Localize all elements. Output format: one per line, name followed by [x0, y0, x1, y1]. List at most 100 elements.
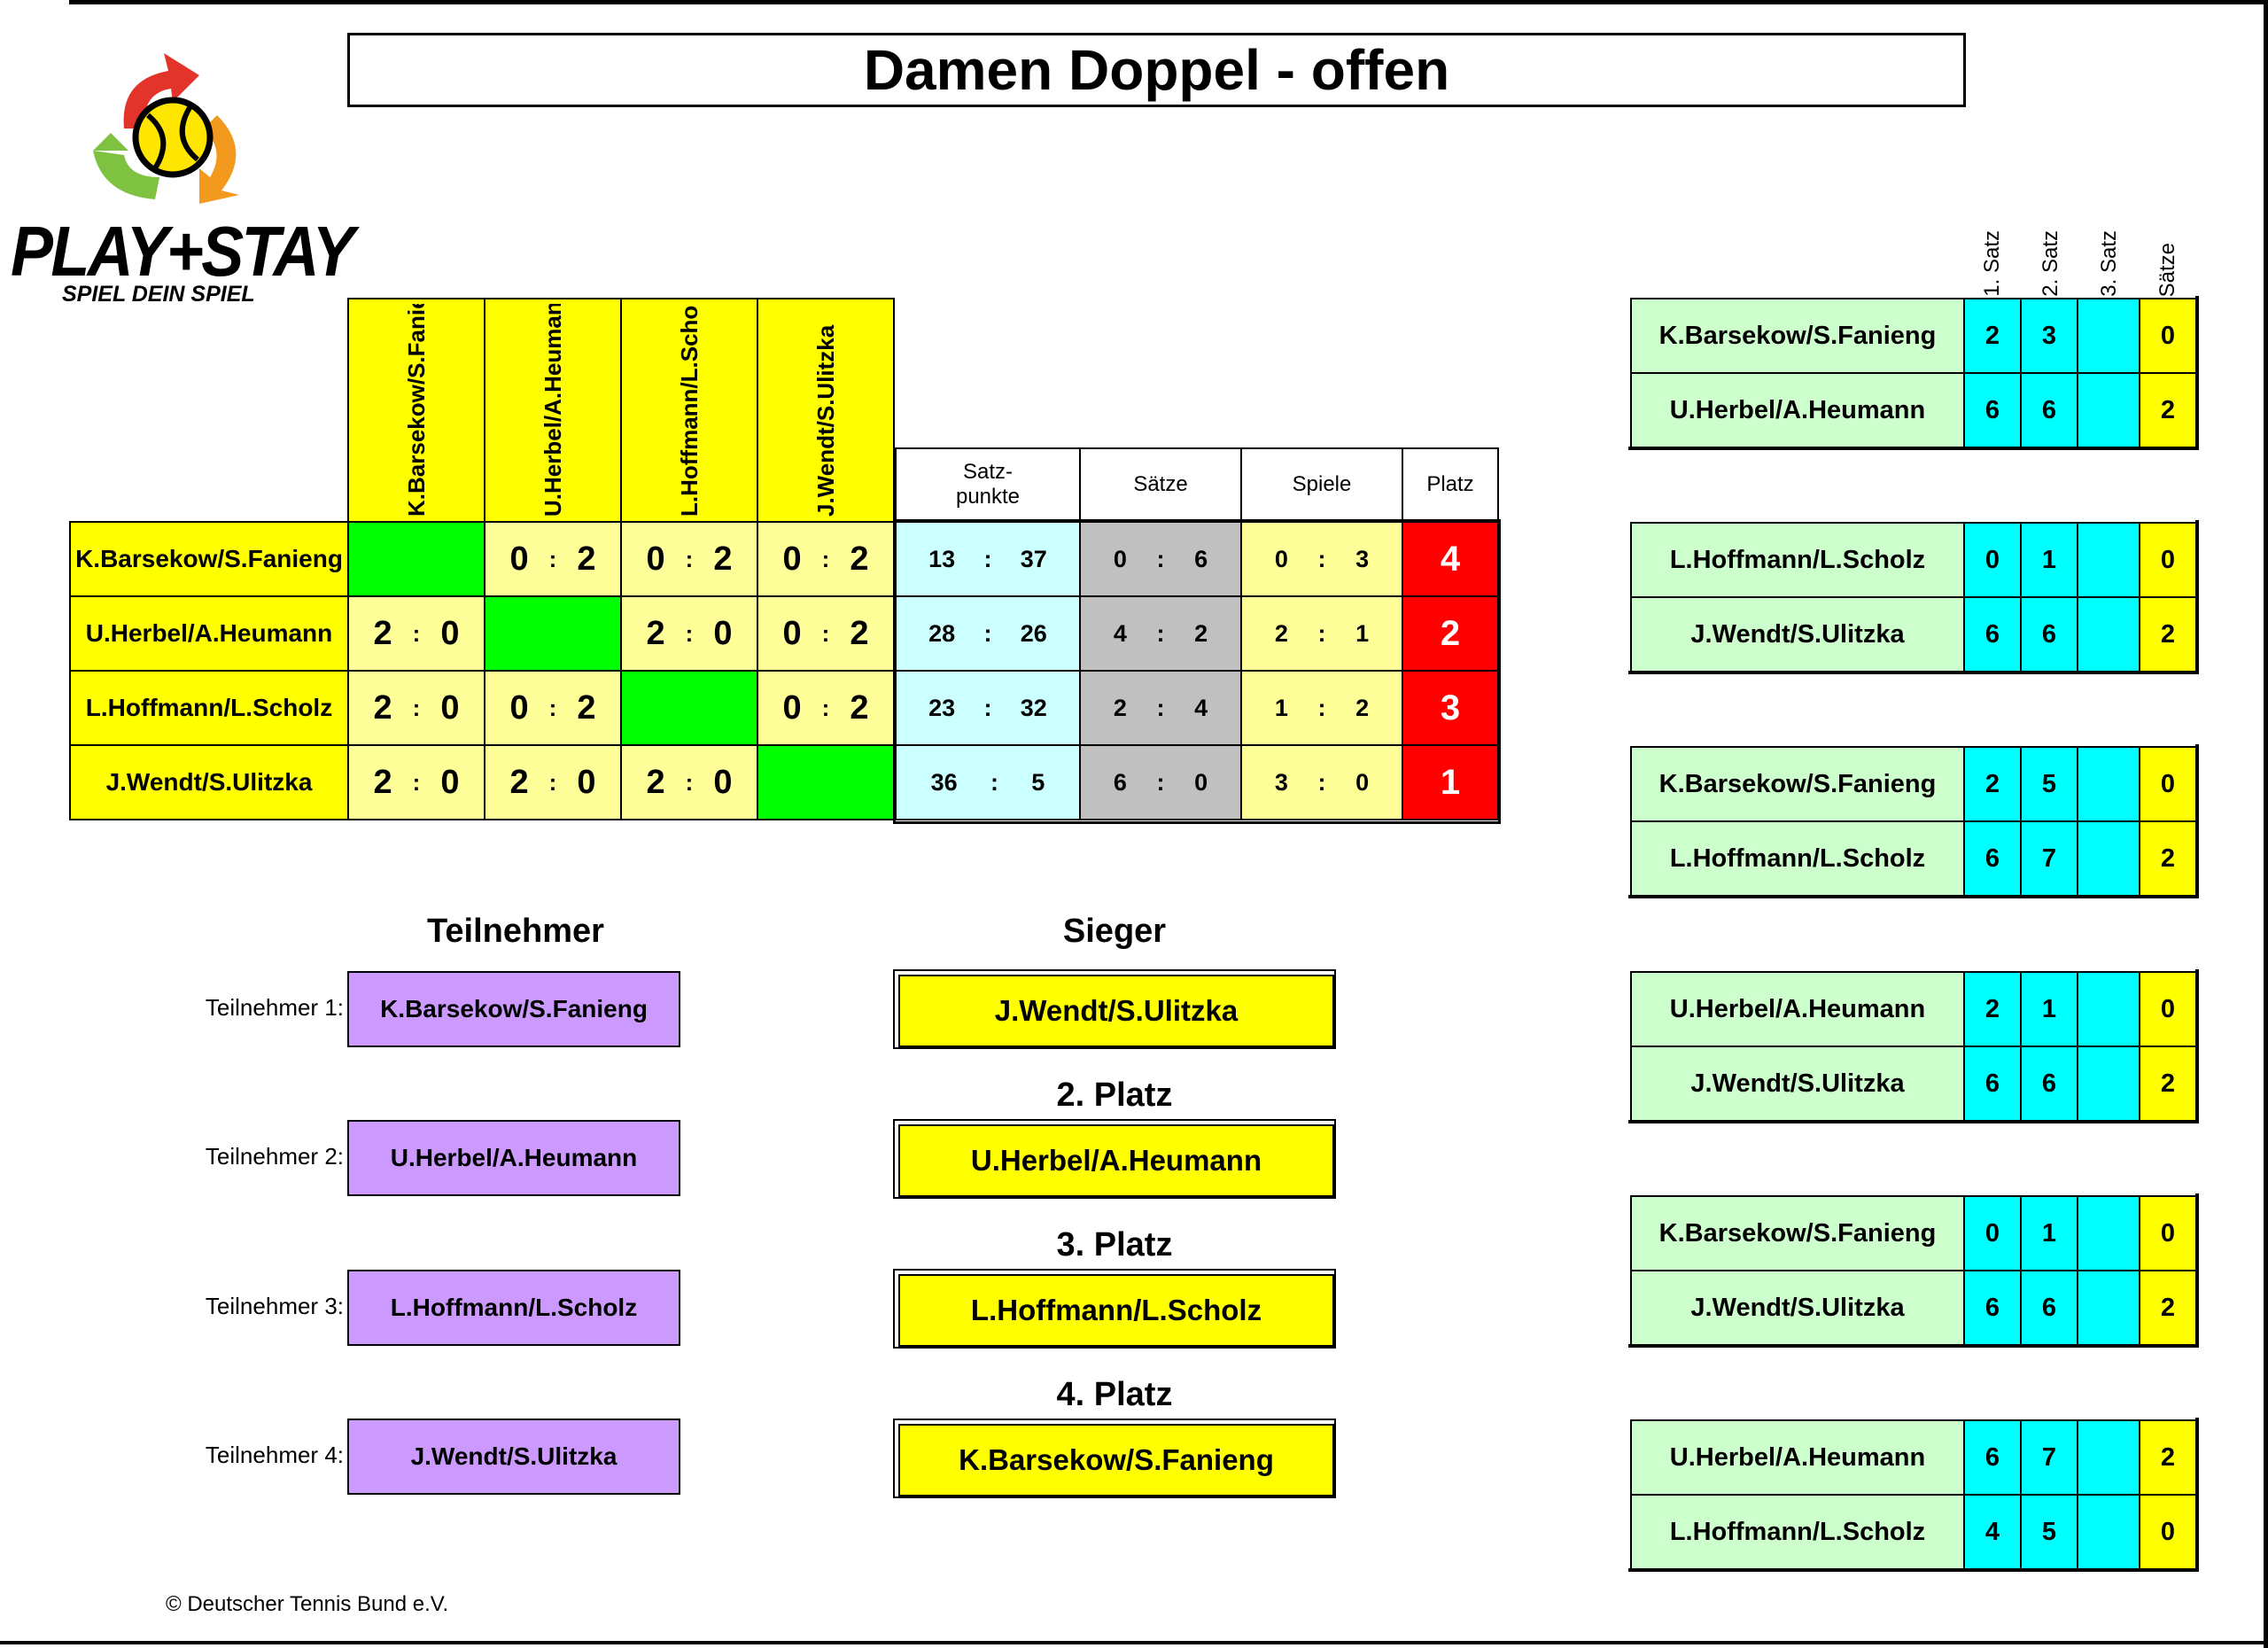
match-set2: 6: [2020, 1270, 2078, 1346]
match-saetze: 2: [2139, 820, 2197, 897]
platz-cell: 1: [1402, 744, 1499, 820]
match-col-header: 2. Satz: [2039, 230, 2062, 297]
match-set1: 6: [1963, 1419, 2022, 1496]
match-saetze: 0: [2139, 1195, 2197, 1271]
col-header-4: J.Wendt/S.Ulitzka: [757, 298, 895, 523]
match-saetze: 2: [2139, 1270, 2197, 1346]
match-player-name: L.Hoffmann/L.Scholz: [1630, 1494, 1965, 1570]
copyright: © Deutscher Tennis Bund e.V.: [166, 1592, 449, 1616]
match-set1: 6: [1963, 820, 2022, 897]
match-result-cell: 0:2: [484, 670, 622, 746]
match-set1: 0: [1963, 522, 2022, 598]
match-player-name: J.Wendt/S.Ulitzka: [1630, 1046, 1965, 1122]
teilnehmer-label: Teilnehmer 3:: [205, 1293, 344, 1319]
match-set2: 7: [2020, 820, 2078, 897]
match-col-header: 1. Satz: [1980, 230, 2004, 297]
match-player-name: U.Herbel/A.Heumann: [1630, 971, 1965, 1047]
ranking-box: J.Wendt/S.Ulitzka: [893, 969, 1336, 1049]
stat-satzpunkte: 36:5: [895, 744, 1081, 820]
match-player-name: K.Barsekow/S.Fanieng: [1630, 1195, 1965, 1271]
ranking-box: K.Barsekow/S.Fanieng: [893, 1419, 1336, 1498]
teilnehmer-label: Teilnehmer 1:: [205, 994, 344, 1021]
match-result-cell: 0:2: [484, 521, 622, 597]
match-result-cell: 0:2: [620, 521, 758, 597]
stat-spiele: 3:0: [1240, 744, 1403, 820]
right-border: [2264, 0, 2268, 1648]
match-set2: 1: [2020, 1195, 2078, 1271]
match-col-header: Sätze: [2155, 242, 2179, 297]
match-saetze: 2: [2139, 1419, 2197, 1496]
stat-spiele: 1:2: [1240, 670, 1403, 746]
stat-spiele: 2:1: [1240, 595, 1403, 672]
match-set3: [2077, 746, 2140, 822]
match-set3: [2077, 1419, 2140, 1496]
bottom-border: [0, 1641, 2268, 1644]
row-player-name: U.Herbel/A.Heumann: [69, 595, 349, 672]
ranking-box: L.Hoffmann/L.Scholz: [893, 1269, 1336, 1349]
stat-satzpunkte: 13:37: [895, 521, 1081, 597]
ranking-heading: Sieger: [1062, 913, 1167, 950]
teilnehmer-name-box[interactable]: J.Wendt/S.Ulitzka: [347, 1419, 680, 1495]
stat-saetze: 2:4: [1079, 670, 1242, 746]
match-saetze: 2: [2139, 1046, 2197, 1122]
match-player-name: J.Wendt/S.Ulitzka: [1630, 596, 1965, 672]
match-set2: 7: [2020, 1419, 2078, 1496]
stat-satzpunkte: 23:32: [895, 670, 1081, 746]
match-saetze: 0: [2139, 971, 2197, 1047]
match-set2: 5: [2020, 1494, 2078, 1570]
logo-wordmark: PLAY+STAY: [11, 212, 354, 291]
header-satzpunkte: Satz-punkte: [895, 447, 1081, 522]
self-match-cell: [347, 521, 485, 597]
match-result-cell: 2:0: [347, 595, 485, 672]
match-set1: 6: [1963, 372, 2022, 448]
stat-saetze: 0:6: [1079, 521, 1242, 597]
self-match-cell: [620, 670, 758, 746]
match-result-cell: 2:0: [620, 744, 758, 820]
match-set2: 5: [2020, 746, 2078, 822]
header-saetze: Sätze: [1079, 447, 1242, 522]
match-set3: [2077, 1270, 2140, 1346]
match-set1: 6: [1963, 596, 2022, 672]
header-platz: Platz: [1402, 447, 1499, 522]
match-result-cell: 0:2: [757, 595, 895, 672]
match-set3: [2077, 1494, 2140, 1570]
match-set3: [2077, 1195, 2140, 1271]
match-set3: [2077, 522, 2140, 598]
match-player-name: J.Wendt/S.Ulitzka: [1630, 1270, 1965, 1346]
match-set1: 2: [1963, 746, 2022, 822]
match-set1: 2: [1963, 298, 2022, 374]
self-match-cell: [484, 595, 622, 672]
teilnehmer-name-box[interactable]: U.Herbel/A.Heumann: [347, 1120, 680, 1196]
match-saetze: 2: [2139, 372, 2197, 448]
match-player-name: K.Barsekow/S.Fanieng: [1630, 746, 1965, 822]
self-match-cell: [757, 744, 895, 820]
match-set2: 3: [2020, 298, 2078, 374]
match-player-name: L.Hoffmann/L.Scholz: [1630, 820, 1965, 897]
stat-satzpunkte: 28:26: [895, 595, 1081, 672]
match-set3: [2077, 820, 2140, 897]
row-player-name: L.Hoffmann/L.Scholz: [69, 670, 349, 746]
match-set2: 1: [2020, 522, 2078, 598]
match-set1: 0: [1963, 1195, 2022, 1271]
ranking-box: U.Herbel/A.Heumann: [893, 1119, 1336, 1199]
match-set3: [2077, 596, 2140, 672]
platz-cell: 2: [1402, 595, 1499, 672]
play-stay-logo-icon: [93, 53, 239, 204]
match-col-header: 3. Satz: [2097, 230, 2121, 297]
match-set3: [2077, 1046, 2140, 1122]
platz-cell: 4: [1402, 521, 1499, 597]
teilnehmer-name-box[interactable]: K.Barsekow/S.Fanieng: [347, 971, 680, 1047]
row-player-name: J.Wendt/S.Ulitzka: [69, 744, 349, 820]
match-player-name: L.Hoffmann/L.Scholz: [1630, 522, 1965, 598]
header-spiele: Spiele: [1240, 447, 1403, 522]
logo-tagline: SPIEL DEIN SPIEL: [62, 282, 255, 307]
match-saetze: 0: [2139, 522, 2197, 598]
teilnehmer-label: Teilnehmer 4:: [205, 1442, 344, 1468]
top-border: [69, 0, 2268, 4]
match-result-cell: 2:0: [347, 744, 485, 820]
teilnehmer-name-box[interactable]: L.Hoffmann/L.Scholz: [347, 1270, 680, 1346]
teilnehmer-heading: Teilnehmer: [427, 913, 604, 950]
platz-cell: 3: [1402, 670, 1499, 746]
match-saetze: 2: [2139, 596, 2197, 672]
match-saetze: 0: [2139, 746, 2197, 822]
